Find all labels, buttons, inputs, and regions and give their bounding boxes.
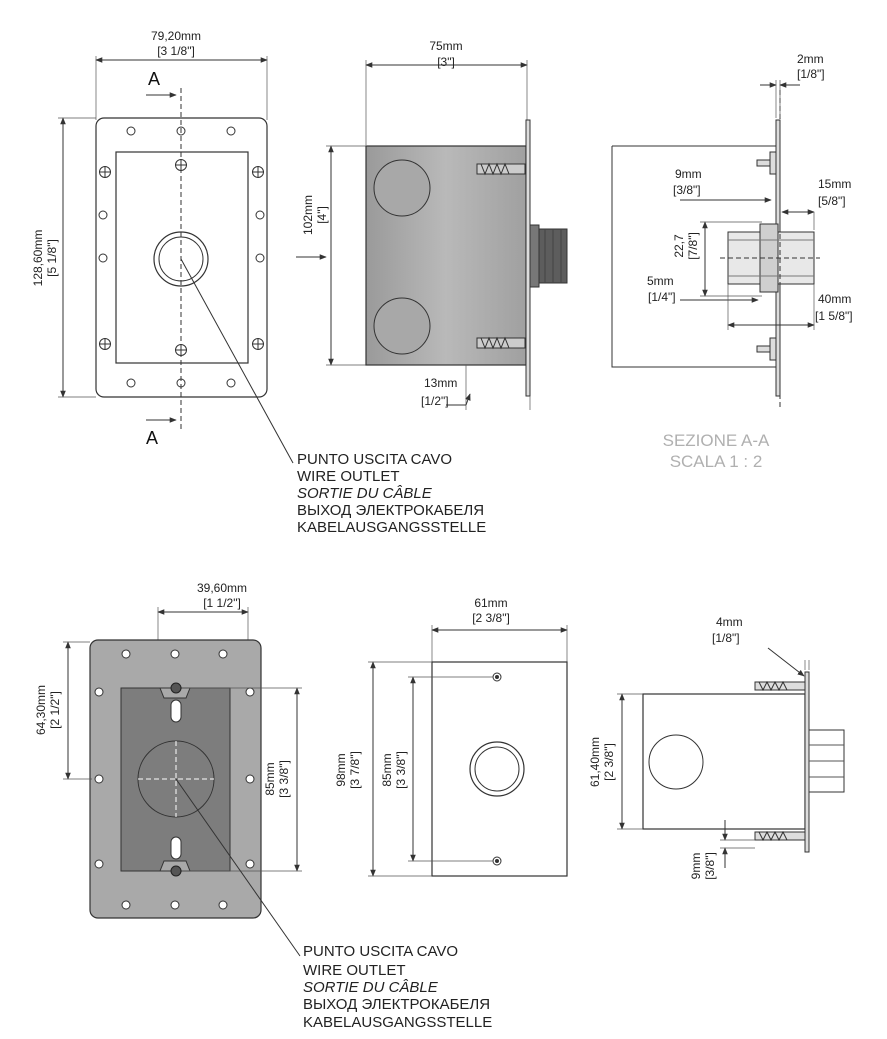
front-view-bottom: 39,60mm [1 1/2"] 64,30mm [2 1/2"] 85mm [… xyxy=(34,581,302,957)
dim-front-width-mm: 79,20mm xyxy=(151,29,201,43)
outlet-label-en-2: WIRE OUTLET xyxy=(303,962,406,979)
dim-bot-hole-mm: 85mm xyxy=(263,762,277,795)
dim-side-flange-in: [1/2"] xyxy=(421,394,449,408)
dim-front-height-mm: 128,60mm xyxy=(31,230,45,287)
dim-side-width-mm: 75mm xyxy=(429,39,462,53)
dim-sec-15-in: [5/8"] xyxy=(818,194,846,208)
side-view-top: 75mm [3"] 102mm [4"] 13mm [1/2"] xyxy=(296,39,568,410)
dim-side-height-in: [4"] xyxy=(315,206,329,224)
outlet-label-ru-2: ВЫХОД ЭЛЕКТРОКАБЕЛЯ xyxy=(303,996,490,1013)
section-marker-top: A xyxy=(148,69,160,89)
dim-sec-9-in: [3/8"] xyxy=(673,183,701,197)
dim-sec-5-mm: 5mm xyxy=(647,274,674,288)
outlet-label-de: KABELAUSGANGSSTELLE xyxy=(297,519,486,536)
dim-front-width-in: [3 1/8"] xyxy=(157,44,195,58)
outlet-label-fr: SORTIE DU CÂBLE xyxy=(297,485,433,502)
outlet-label-fr-2: SORTIE DU CÂBLE xyxy=(303,979,439,996)
dim-cover-height-mm: 98mm xyxy=(334,753,348,786)
dim-cover-hole-mm: 85mm xyxy=(380,753,394,786)
outlet-label-top: PUNTO USCITA CAVO WIRE OUTLET SORTIE DU … xyxy=(297,451,486,536)
section-title: SEZIONE A-A xyxy=(663,431,770,450)
outlet-label-bottom: PUNTO USCITA CAVO WIRE OUTLET SORTIE DU … xyxy=(303,943,492,1031)
dim-bot-side-9-mm: 9mm xyxy=(689,853,703,880)
dim-bot-offset-mm: 39,60mm xyxy=(197,581,247,595)
dim-sec-plate-mm: 2mm xyxy=(797,52,824,66)
cover-view: 61mm [2 3/8"] 98mm [3 7/8"] 85mm [3 3/8"… xyxy=(334,596,568,877)
dim-bot-side-height-mm: 61,40mm xyxy=(588,737,602,787)
dim-cover-width-mm: 61mm xyxy=(474,596,507,610)
front-view-top: 79,20mm [3 1/8"] 128,60mm [5 1/8"] xyxy=(31,29,294,464)
dim-bot-side-height-in: [2 3/8"] xyxy=(602,743,616,781)
outlet-label-it-2: PUNTO USCITA CAVO xyxy=(303,943,458,960)
dim-bot-side-plate-mm: 4mm xyxy=(716,615,743,629)
dim-sec-40-in: [1 5/8"] xyxy=(815,309,853,323)
side-view-bottom: 4mm [1/8"] 61,40mm [2 3/8"] 9mm [3/8"] xyxy=(588,615,845,880)
dim-cover-width-in: [2 3/8"] xyxy=(472,611,510,625)
section-scale: SCALA 1 : 2 xyxy=(670,452,763,471)
dim-bot-side-9-in: [3/8"] xyxy=(703,852,717,880)
dim-front-height-in: [5 1/8"] xyxy=(45,239,59,277)
outlet-label-ru: ВЫХОД ЭЛЕКТРОКАБЕЛЯ xyxy=(297,502,484,519)
dim-cover-hole-in: [3 3/8"] xyxy=(394,751,408,789)
dim-sec-227-mm: 22,7 xyxy=(672,234,686,258)
dim-bot-vert-mm: 64,30mm xyxy=(34,685,48,735)
outlet-label-de-2: KABELAUSGANGSSTELLE xyxy=(303,1014,492,1031)
dim-side-width-in: [3"] xyxy=(437,55,455,69)
dim-side-height-mm: 102mm xyxy=(301,195,315,235)
dim-sec-15-mm: 15mm xyxy=(818,177,851,191)
dim-bot-offset-in: [1 1/2"] xyxy=(203,596,241,610)
dim-sec-227-in: [7/8"] xyxy=(686,232,700,260)
dim-bot-hole-in: [3 3/8"] xyxy=(277,760,291,798)
dim-sec-40-mm: 40mm xyxy=(818,292,851,306)
section-view: 2mm [1/8"] 9mm [3/8"] 15mm [5/8"] 22,7 [… xyxy=(611,52,853,471)
dim-sec-5-in: [1/4"] xyxy=(648,290,676,304)
dim-side-flange-mm: 13mm xyxy=(424,376,457,390)
outlet-label-en: WIRE OUTLET xyxy=(297,468,400,485)
outlet-label-it: PUNTO USCITA CAVO xyxy=(297,451,452,468)
dim-sec-9-mm: 9mm xyxy=(675,167,702,181)
dim-bot-vert-in: [2 1/2"] xyxy=(48,691,62,729)
dim-cover-height-in: [3 7/8"] xyxy=(348,751,362,789)
dim-sec-plate-in: [1/8"] xyxy=(797,67,825,81)
section-marker-bottom: A xyxy=(146,428,158,448)
dim-bot-side-plate-in: [1/8"] xyxy=(712,631,740,645)
